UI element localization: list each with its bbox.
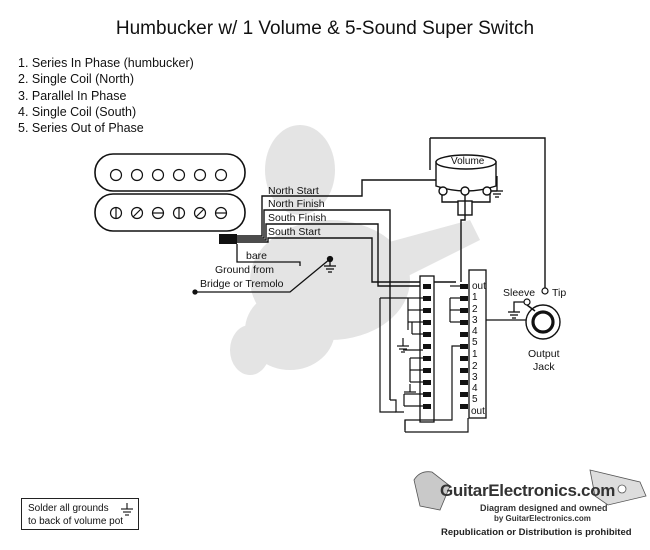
wire-label-south-start: South Start: [268, 226, 321, 238]
ground-label-line2: Bridge or Tremolo: [200, 278, 284, 290]
switch-ground-symbol: [404, 384, 416, 393]
wire-label-bare: bare: [246, 250, 267, 262]
switch-lugs-right: [460, 284, 468, 409]
switch-label-2: 2: [472, 361, 478, 372]
jack-ground-symbol: [508, 301, 524, 319]
wire-label-north-finish: North Finish: [268, 198, 325, 210]
switch-label-out: out: [471, 406, 485, 417]
switch-label-2: 2: [472, 304, 478, 315]
brand-name: GuitarElectronics.com: [440, 481, 616, 500]
switch-position-labels-upper: out 1 2 3 4 5: [472, 281, 486, 348]
note-line1: Solder all grounds: [28, 503, 109, 514]
ground-from-bridge-wire: [192, 255, 336, 295]
note-line2: to back of volume pot: [28, 516, 124, 527]
ground-note-box: Solder all grounds to back of volume pot: [21, 498, 139, 530]
switch-ground-symbol: [397, 338, 409, 353]
guitar-electronics-logo-graphic: [413, 469, 647, 511]
switch-lugs-left: [423, 284, 431, 409]
legend-item: 2. Single Coil (North): [18, 72, 135, 87]
switch-position-labels-lower: 1 2 3 4 5 out: [471, 349, 485, 417]
wire-label-south-finish: South Finish: [268, 212, 327, 224]
legend-item: 4. Single Coil (South): [18, 104, 137, 119]
cable-jacket: [219, 234, 237, 244]
switch-label-4: 4: [472, 383, 478, 394]
bare-ground-wire: [236, 244, 301, 266]
humbucker-pickup: [94, 153, 246, 232]
switch-label-4: 4: [472, 326, 478, 337]
jack-label-line1: Output: [528, 348, 560, 360]
switch-position-legend: 1. Series In Phase (humbucker) 2. Single…: [18, 55, 194, 136]
south-coil-screw-poles: [109, 206, 228, 220]
switch-label-5: 5: [472, 337, 478, 348]
switch-label-3: 3: [472, 315, 478, 326]
volume-pot: [435, 154, 497, 216]
switch-label-1: 1: [472, 349, 478, 360]
volume-pot-label: Volume: [451, 156, 485, 167]
diagram-title: Humbucker w/ 1 Volume & 5-Sound Super Sw…: [115, 18, 535, 39]
note-ground-icon: [121, 503, 133, 516]
brand-copyright-notice: Republication or Distribution is prohibi…: [441, 527, 632, 538]
pot-ground-symbol: [491, 176, 503, 198]
output-jack: [523, 287, 561, 340]
brand-credit-line1: Diagram designed and owned: [480, 503, 608, 513]
switch-label-out: out: [472, 281, 486, 292]
brand-credit-line2: by GuitarElectronics.com: [494, 514, 591, 523]
switch-jumpers: [379, 285, 540, 433]
switch-label-3: 3: [472, 372, 478, 383]
jack-label-line2: Jack: [533, 361, 555, 373]
switch-label-5: 5: [472, 394, 478, 405]
legend-item: 1. Series In Phase (humbucker): [18, 56, 194, 70]
legend-item: 3. Parallel In Phase: [18, 88, 127, 103]
wire-label-north-start: North Start: [268, 185, 319, 197]
north-coil-pole-pieces: [109, 168, 228, 182]
legend-item: 5. Series Out of Phase: [18, 121, 144, 136]
pot-wires: [429, 137, 546, 290]
jack-tip-label: Tip: [552, 287, 566, 299]
switch-label-1: 1: [472, 292, 478, 303]
guitarist-watermark: [230, 125, 480, 375]
ground-label-line1: Ground from: [215, 264, 274, 276]
jack-sleeve-label: Sleeve: [503, 287, 535, 299]
